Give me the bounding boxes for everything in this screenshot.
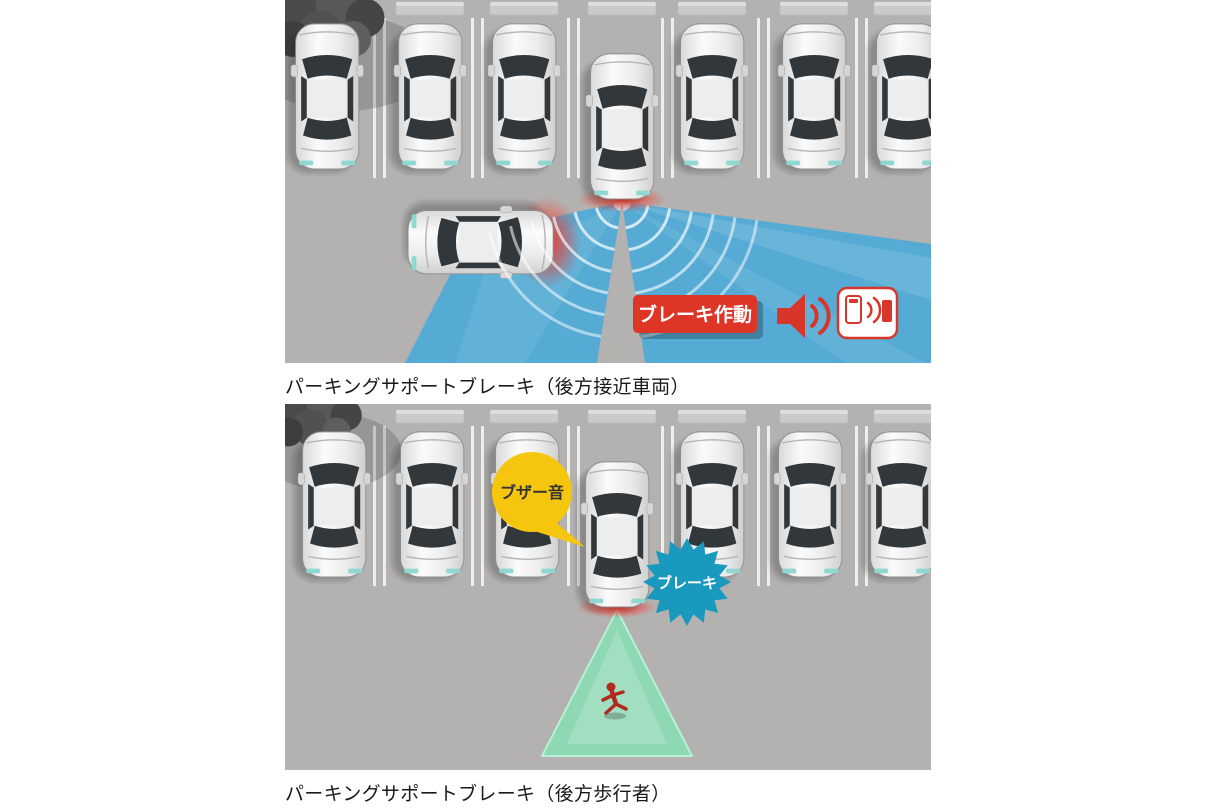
brake-starburst: ブレーキ [643, 538, 731, 626]
rear-vehicle-scene: ブレーキ作動 [285, 0, 931, 363]
caption-rear-pedestrian: パーキングサポートブレーキ（後方歩行者） [285, 784, 671, 805]
caption-rear-vehicle: パーキングサポートブレーキ（後方接近車両） [285, 377, 690, 398]
brake-action-label: ブレーキ作動 [638, 303, 752, 326]
buzzer-bubble-label: ブザー音 [500, 483, 564, 502]
display-alert-icon [836, 286, 899, 340]
pedestrian [601, 682, 628, 720]
detection-zone [541, 609, 693, 757]
speaker-icon [777, 294, 831, 338]
ego-vehicle-backing [577, 462, 657, 618]
brake-burst-label: ブレーキ [657, 574, 717, 592]
buzzer-speech-bubble: ブザー音 [492, 452, 585, 547]
brake-action-badge: ブレーキ作動 [633, 295, 763, 339]
ego-vehicle-backing [578, 54, 666, 212]
illustration-rear-pedestrian: ブザー音 ブレーキ パーキングサポートブレーキ（後方歩行者） [285, 404, 931, 806]
illustration-rear-vehicle: ブレーキ作動 パーキングサポートブレーキ（後方接近車両） [285, 0, 931, 399]
approaching-vehicle [404, 196, 581, 288]
rear-pedestrian-scene: ブザー音 ブレーキ [285, 404, 931, 770]
